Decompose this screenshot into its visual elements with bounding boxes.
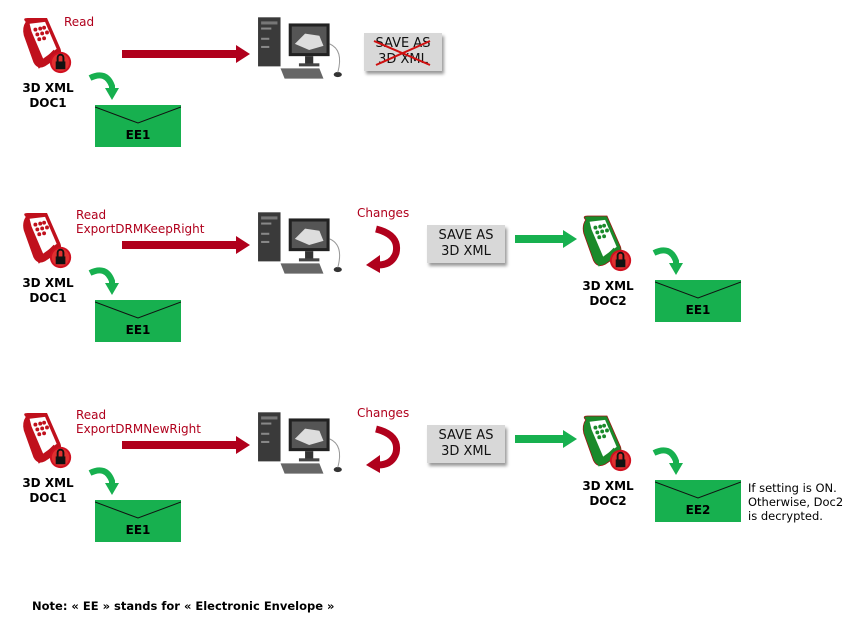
save-line2: 3D XML (441, 244, 491, 259)
cross-out-icon (373, 40, 431, 66)
save-line1: SAVE AS (438, 228, 494, 243)
green-curl-arrow (650, 245, 684, 279)
save-line2: 3D XML (441, 444, 491, 459)
envelope-label: EE1 (125, 523, 151, 537)
secure-document-icon (18, 210, 76, 272)
action-label: ExportDRMNewRight (76, 422, 201, 436)
changes-label: Changes (357, 406, 410, 420)
doc-name: DOC2 (589, 294, 627, 308)
secure-document-icon (578, 213, 636, 275)
electronic-envelope-source[interactable]: EE1 (95, 300, 181, 342)
workstation-icon (256, 210, 348, 278)
changes-label: Changes (357, 206, 410, 220)
action-label: Read (76, 408, 107, 422)
footnote: Note: « EE » stands for « Electronic Env… (32, 599, 335, 613)
doc-format: 3D XML (582, 279, 634, 293)
green-curl-arrow (86, 465, 120, 499)
doc-format: 3D XML (22, 81, 74, 95)
electronic-envelope-target[interactable]: EE2 (655, 480, 741, 522)
action-label: Read (76, 208, 107, 222)
workstation-icon (256, 15, 348, 83)
doc-format: 3D XML (22, 476, 74, 490)
electronic-envelope-target[interactable]: EE1 (655, 280, 741, 322)
action-labels: Read (64, 15, 94, 29)
save-arrow (515, 430, 577, 448)
doc-name: DOC1 (29, 96, 67, 110)
read-arrow (122, 436, 250, 454)
save-line2: 3D XML (378, 52, 428, 67)
save-arrow (515, 230, 577, 248)
save-line1: SAVE AS (438, 428, 494, 443)
doc-name: DOC2 (589, 494, 627, 508)
green-curl-arrow (86, 70, 120, 104)
read-arrow (122, 236, 250, 254)
electronic-envelope-source[interactable]: EE1 (95, 500, 181, 542)
envelope-label: EE2 (685, 503, 711, 517)
doc-name: DOC1 (29, 491, 67, 505)
doc-format: 3D XML (22, 276, 74, 290)
side-note-line: If setting is ON. (748, 481, 837, 495)
changes-arrow-icon (364, 425, 402, 473)
side-note-line: Otherwise, Doc2 (748, 495, 844, 509)
action-label: ExportDRMKeepRight (76, 222, 205, 236)
envelope-label: EE1 (125, 128, 151, 142)
electronic-envelope-source[interactable]: EE1 (95, 105, 181, 147)
secure-document-icon (578, 413, 636, 475)
side-note-line: is decrypted. (748, 509, 823, 523)
green-curl-arrow (650, 445, 684, 479)
doc-name: DOC1 (29, 291, 67, 305)
envelope-label: EE1 (125, 323, 151, 337)
workstation-icon (256, 410, 348, 478)
envelope-label: EE1 (685, 303, 711, 317)
action-label: Read (64, 15, 95, 29)
changes-arrow-icon (364, 225, 402, 273)
read-arrow (122, 45, 250, 63)
doc-format: 3D XML (582, 479, 634, 493)
secure-document-icon (18, 410, 76, 472)
green-curl-arrow (86, 265, 120, 299)
